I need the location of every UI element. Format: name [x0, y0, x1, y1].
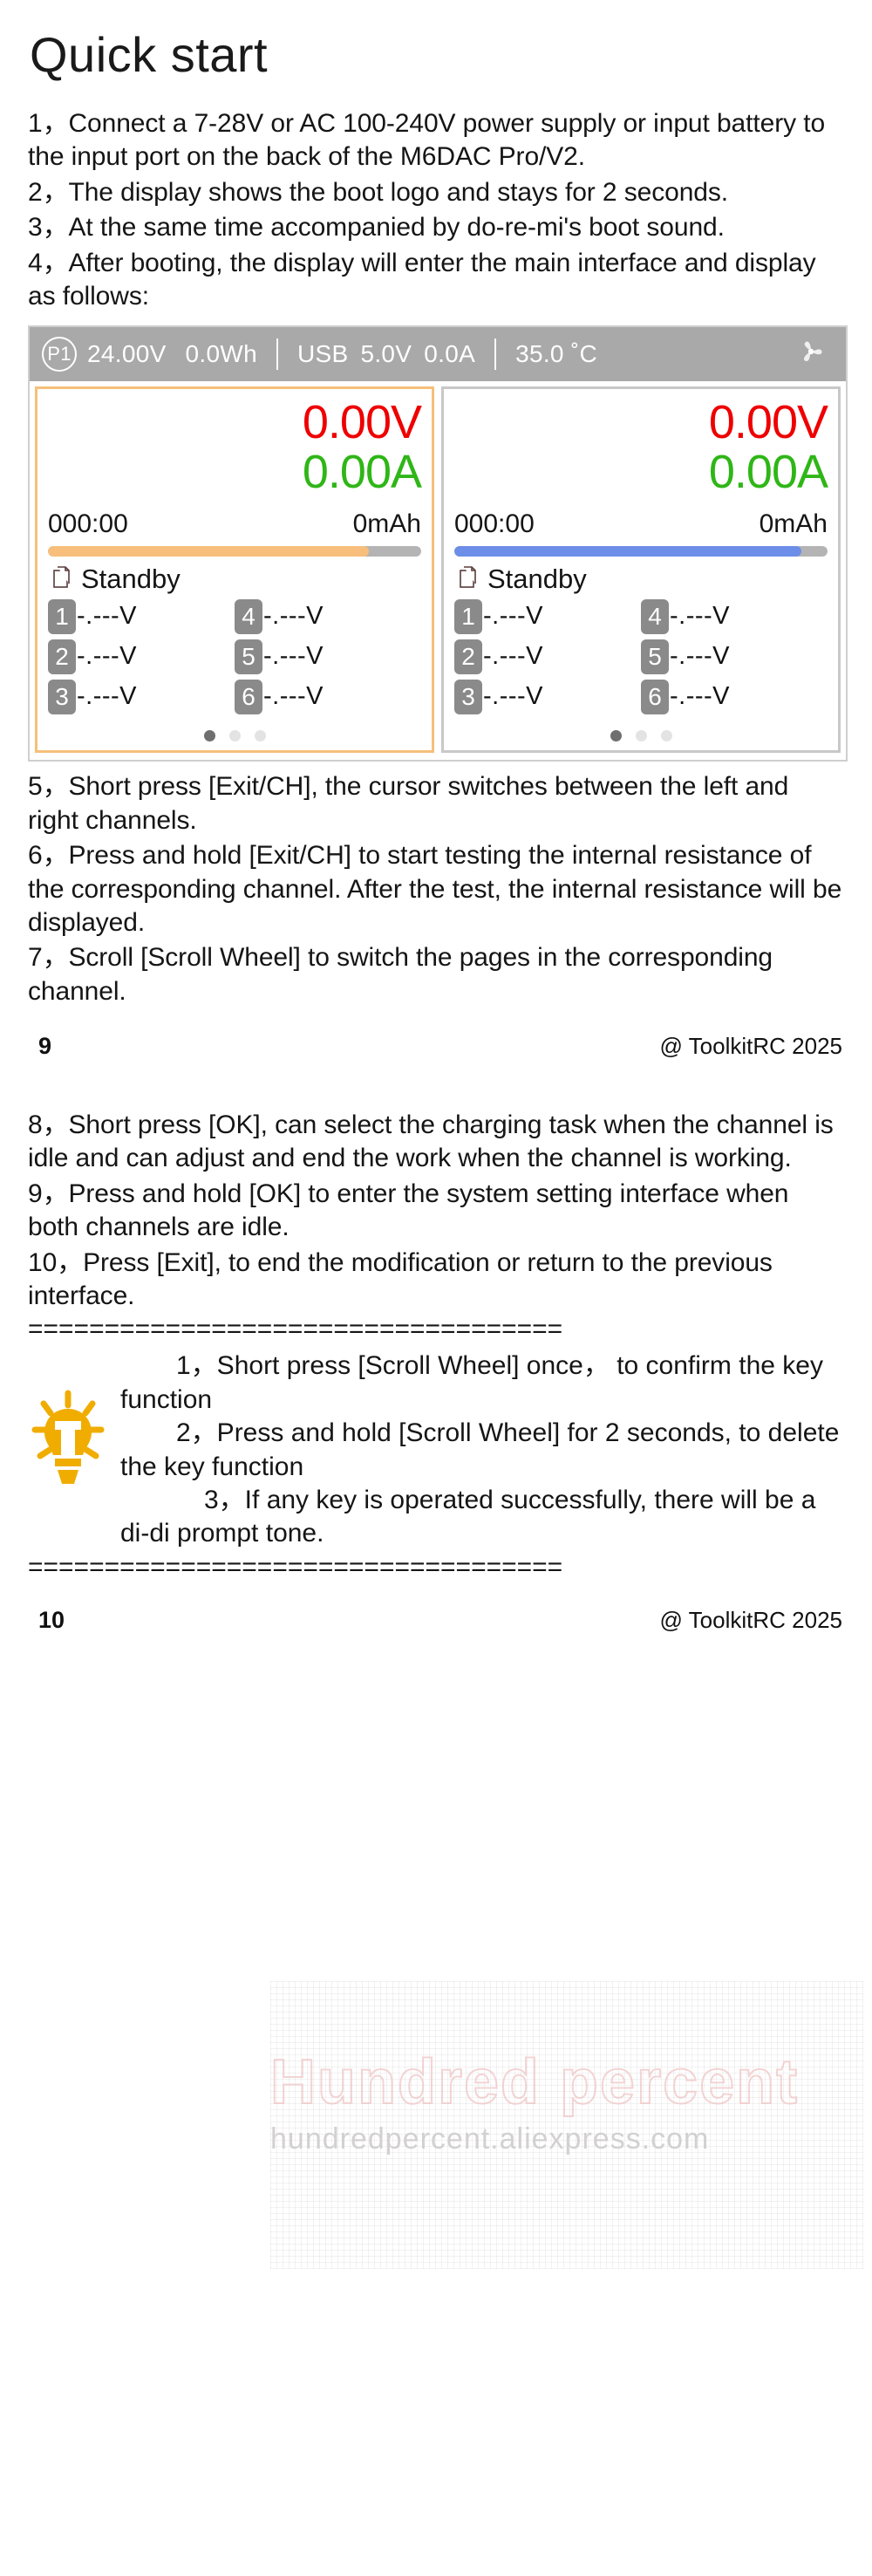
channel-right-page-dots[interactable] [454, 723, 828, 743]
channel-right-progress-fill [454, 545, 802, 557]
cell-4: 4 -.---V [235, 598, 421, 634]
usb-label: USB [296, 340, 349, 368]
cell-row: 1 -.---V 4 -.---V [454, 598, 828, 634]
cell-3: 3 -.---V [454, 679, 641, 714]
page-10: Hundred percent hundredpercent.aliexpres… [0, 1109, 872, 2270]
watermark: Hundred percent hundredpercent.aliexpres… [269, 1981, 863, 2270]
channel-right-meter-row: 000:00 0mAh [454, 509, 828, 539]
page-dot-3[interactable] [254, 730, 266, 742]
page-dot-3[interactable] [660, 730, 672, 742]
channel-left-state-row: Standby [48, 564, 421, 596]
lightbulb-icon [28, 1349, 112, 1495]
channel-left-current: 0.00A [302, 446, 422, 499]
page-dot-2[interactable] [635, 730, 647, 742]
cell-2: 2 -.---V [48, 639, 235, 674]
channel-left-progress-fill [48, 545, 370, 557]
quick-start-step-5: 5，Short press [Exit/CH], the cursor swit… [28, 772, 789, 835]
step-8: 8，Short press [OK], can select the charg… [28, 1110, 834, 1173]
status-divider-1 [276, 338, 278, 371]
channel-right-current: 0.00A [708, 446, 828, 499]
channel-right-timer: 000:00 [454, 509, 535, 538]
cell-row: 2 -.---V 5 -.---V [48, 639, 421, 674]
channel-left-page-dots[interactable] [48, 723, 421, 743]
quick-start-step-3: 3，At the same time accompanied by do-re-… [28, 213, 725, 243]
quick-start-step-7: 7，Scroll [Scroll Wheel] to switch the pa… [28, 943, 773, 1006]
tip-2: 2，Press and hold [Scroll Wheel] for 2 se… [120, 1418, 840, 1481]
cell-4: 4 -.---V [641, 598, 828, 634]
fan-icon [794, 334, 828, 375]
step-10: 10，Press [Exit], to end the modification… [28, 1247, 773, 1311]
channel-right-cells: 1 -.---V 4 -.---V 2 -.---V [454, 598, 828, 724]
input-energy: 0.0Wh [185, 340, 257, 368]
page-break-spacer [0, 1074, 872, 1109]
device-screen-figure: P1 24.00V 0.0Wh USB 5.0V 0.0A 35.0 ˚C [28, 325, 848, 762]
page-dot-1[interactable] [203, 730, 215, 742]
divider-bottom: =================================== [28, 1552, 563, 1582]
channel-left-capacity: 0mAh [352, 509, 421, 538]
page-title: Quick start [30, 27, 269, 82]
step-9: 9，Press and hold [OK] to enter the syste… [28, 1179, 789, 1242]
channel-left-timer: 000:00 [48, 509, 128, 538]
channel-right-capacity: 0mAh [759, 509, 828, 538]
cell-6: 6 -.---V [641, 679, 828, 714]
tip-block: 1，Short press [Scroll Wheel] once， to co… [28, 1349, 846, 1550]
quick-start-step-6: 6，Press and hold [Exit/CH] to start test… [28, 841, 842, 937]
tip-3: 3，If any key is operated successfully, t… [120, 1485, 816, 1548]
channel-left-voltage: 0.00V [302, 396, 422, 449]
channel-right-state-row: Standby [454, 564, 828, 596]
quick-start-step-4: 4，After booting, the display will enter … [28, 248, 816, 311]
temperature-readout: 35.0 ˚C [515, 340, 598, 368]
page-dot-1[interactable] [610, 730, 622, 742]
input-voltage: 24.00V [87, 340, 167, 368]
watermark-brand: Hundred percent [269, 2047, 800, 2118]
cell-1: 1 -.---V [48, 598, 235, 634]
device-channels: 0.00V 0.00A 000:00 0mAh [30, 381, 846, 760]
channel-left-meter-row: 000:00 0mAh [48, 509, 421, 539]
watermark-url: hundredpercent.aliexpress.com [270, 2122, 710, 2156]
cell-5: 5 -.---V [235, 639, 421, 674]
watermark-grid [270, 1981, 863, 2270]
cell-row: 3 -.---V 6 -.---V [48, 679, 421, 714]
usb-voltage: 5.0V [360, 340, 412, 368]
cell-row: 2 -.---V 5 -.---V [454, 639, 828, 674]
channel-right-state: Standby [487, 564, 587, 595]
page-9: Quick start 1，Connect a 7-28V or AC 100-… [0, 26, 872, 1074]
page-number: 10 [38, 1606, 65, 1633]
device-status-bar: P1 24.00V 0.0Wh USB 5.0V 0.0A 35.0 ˚C [30, 327, 846, 382]
channel-left-cells: 1 -.---V 4 -.---V 2 -.---V [48, 598, 421, 724]
cell-row: 1 -.---V 4 -.---V [48, 598, 421, 634]
channel-left-state: Standby [81, 564, 181, 595]
cell-row: 3 -.---V 6 -.---V [454, 679, 828, 714]
copy-pages-icon [48, 564, 74, 596]
page-9-footer: 9 @ ToolkitRC 2025 [38, 1033, 842, 1074]
copy-pages-icon [454, 564, 480, 596]
status-divider-2 [494, 338, 497, 371]
cell-3: 3 -.---V [48, 679, 235, 714]
quick-start-step-1: 1，Connect a 7-28V or AC 100-240V power s… [28, 109, 826, 172]
copyright-notice: @ ToolkitRC 2025 [659, 1606, 842, 1633]
cell-6: 6 -.---V [235, 679, 421, 714]
copyright-notice: @ ToolkitRC 2025 [659, 1033, 842, 1060]
tip-text-block: 1，Short press [Scroll Wheel] once， to co… [120, 1349, 846, 1550]
tip-1: 1，Short press [Scroll Wheel] once， to co… [120, 1351, 823, 1414]
port-badge-p1: P1 [42, 337, 77, 372]
page-number: 9 [38, 1033, 52, 1060]
cell-5: 5 -.---V [641, 639, 828, 674]
channel-right-progress-track [454, 545, 828, 557]
channel-right-voltage: 0.00V [708, 396, 828, 449]
cell-2: 2 -.---V [454, 639, 641, 674]
page-dot-2[interactable] [228, 730, 241, 742]
quick-start-step-2: 2，The display shows the boot logo and st… [28, 177, 728, 207]
usb-current: 0.0A [424, 340, 476, 368]
channel-right[interactable]: 0.00V 0.00A 000:00 0mAh [441, 386, 841, 754]
channel-left-progress-track [48, 545, 421, 557]
divider-top: =================================== [28, 1315, 563, 1344]
channel-left[interactable]: 0.00V 0.00A 000:00 0mAh [35, 386, 434, 754]
cell-1: 1 -.---V [454, 598, 641, 634]
page-10-footer: 10 @ ToolkitRC 2025 [38, 1607, 842, 1648]
